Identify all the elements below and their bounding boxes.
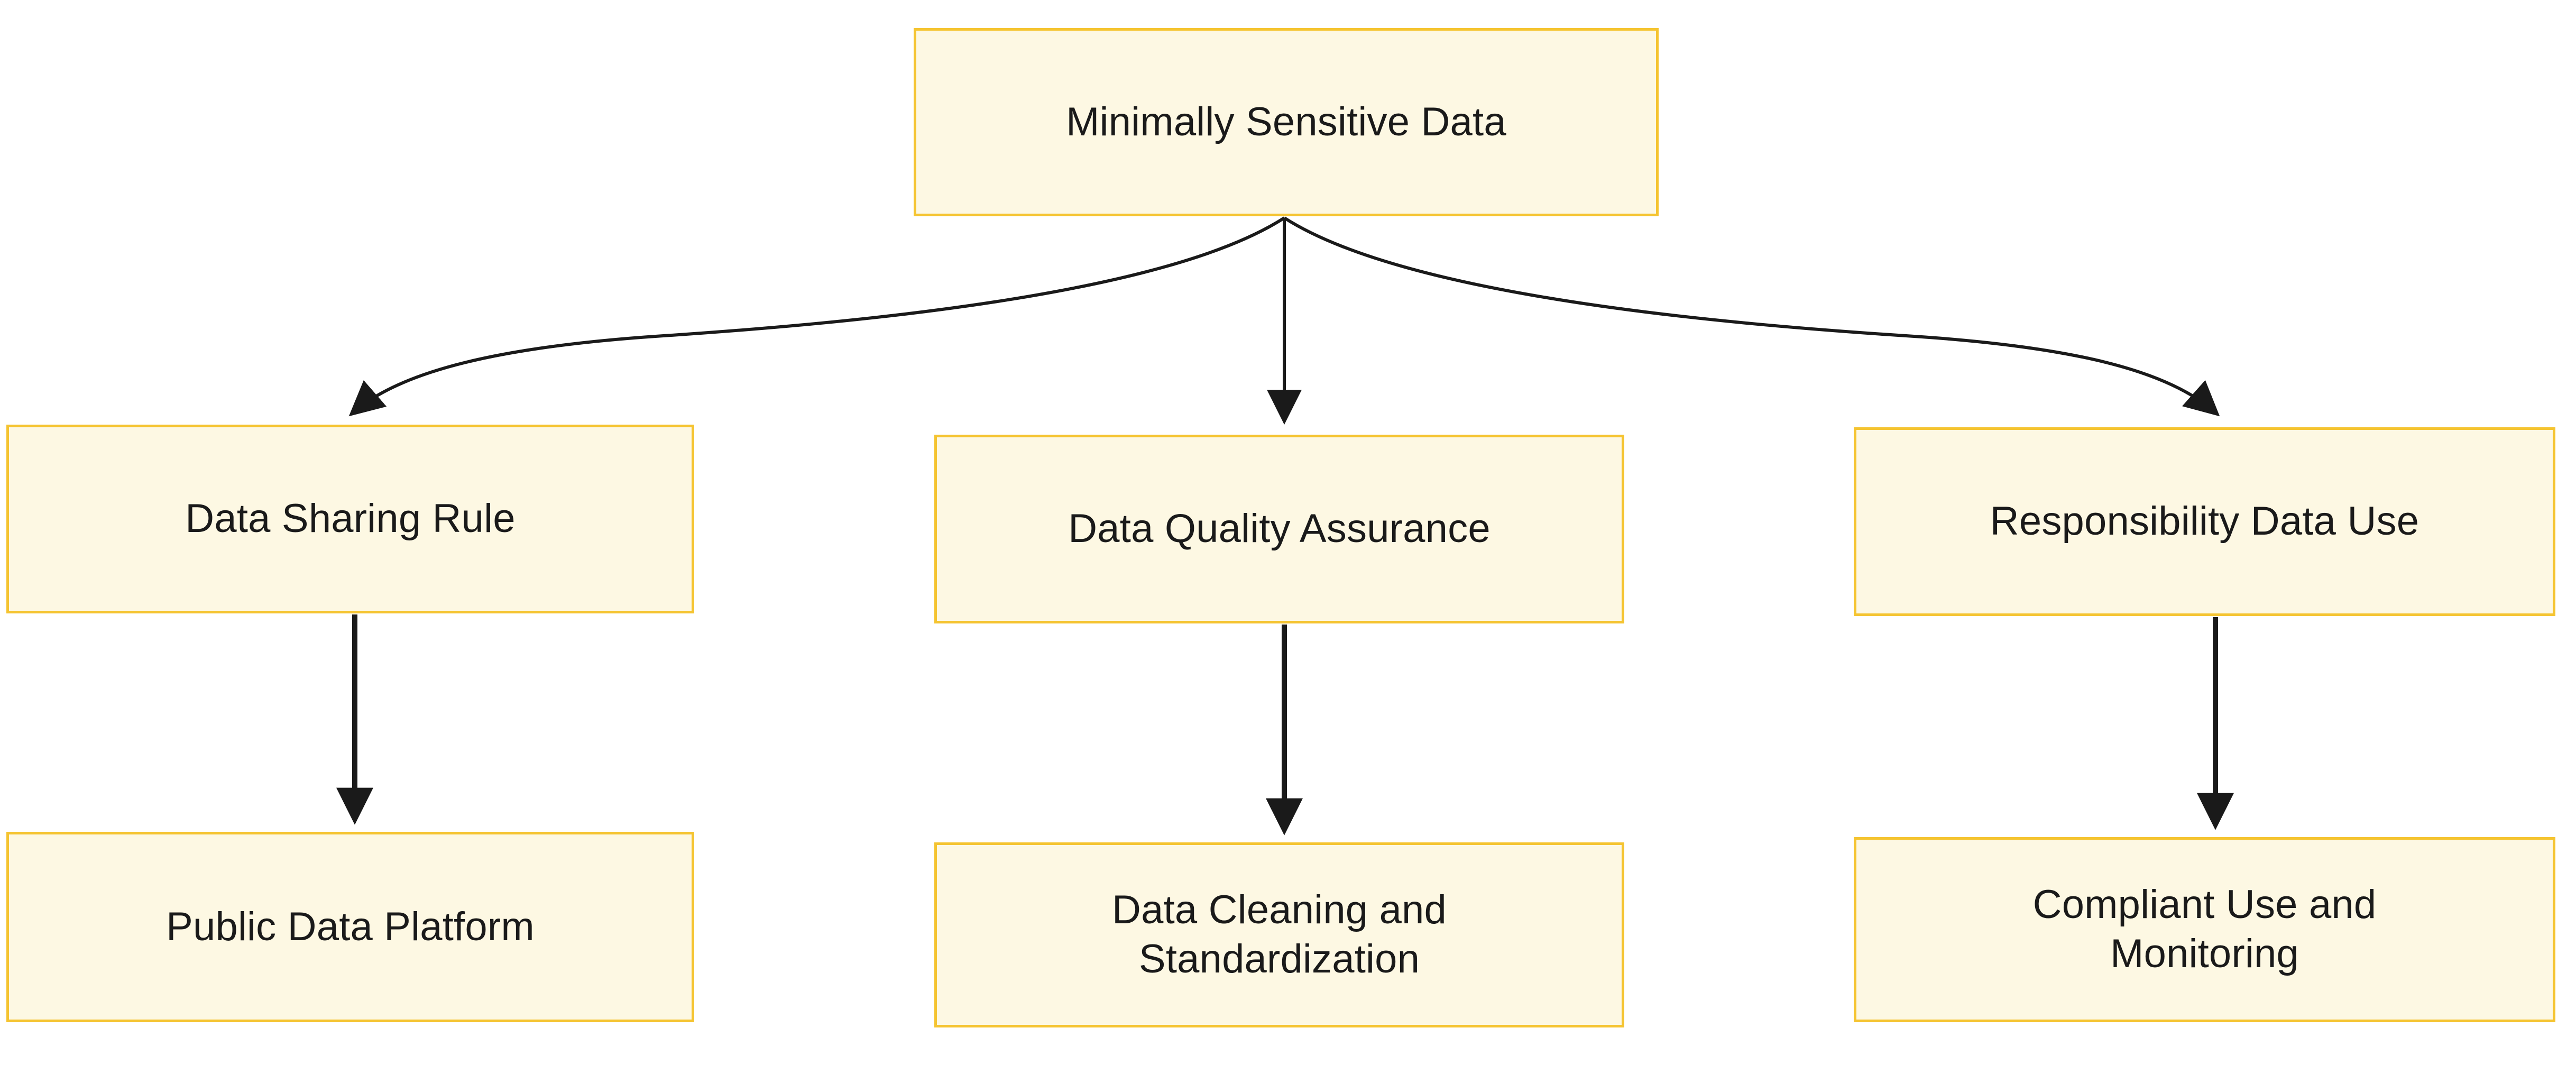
- node-label: Data Sharing Rule: [185, 496, 516, 542]
- node-compliant-use-and-monitoring[interactable]: Compliant Use and Monitoring: [1854, 837, 2555, 1022]
- node-label: Public Data Platform: [166, 904, 535, 949]
- node-minimally-sensitive-data[interactable]: Minimally Sensitive Data: [914, 28, 1659, 216]
- node-label: Responsibility Data Use: [1990, 499, 2419, 544]
- node-label: Compliant Use and Monitoring: [2032, 882, 2377, 976]
- node-public-data-platform[interactable]: Public Data Platform: [6, 832, 694, 1022]
- node-data-quality-assurance[interactable]: Data Quality Assurance: [934, 435, 1624, 623]
- node-label: Minimally Sensitive Data: [1066, 99, 1506, 144]
- edge-root-to-sharing: [348, 216, 1285, 417]
- node-responsibility-data-use[interactable]: Responsibility Data Use: [1854, 427, 2555, 616]
- node-label: Data Cleaning and Standardization: [1112, 887, 1447, 981]
- node-data-sharing-rule[interactable]: Data Sharing Rule: [6, 425, 694, 613]
- edge-root-to-responsibility: [1283, 216, 2220, 417]
- node-label: Data Quality Assurance: [1068, 506, 1491, 552]
- node-data-cleaning-and-standardization[interactable]: Data Cleaning and Standardization: [934, 842, 1624, 1027]
